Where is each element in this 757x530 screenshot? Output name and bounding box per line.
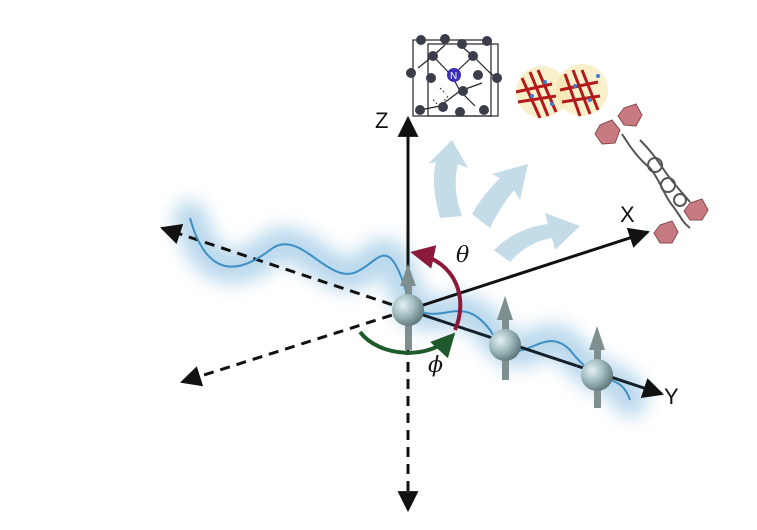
z-axis-label: Z [375,108,388,133]
y-axis-label: Y [664,384,679,409]
negative-y-axis [160,224,409,312]
spin-arrow-head-icon [400,264,416,286]
y-axis [407,308,664,399]
spin-sphere [489,329,521,361]
x-axis [407,227,650,312]
nitrogen-label: N [450,71,457,82]
protein-dimer-inset [515,64,608,119]
spin-2 [489,296,521,380]
theta-label: θ [456,243,469,268]
molecular-complex-inset [594,103,709,244]
spin-3 [581,326,613,408]
spin-arrow-head-icon [589,326,605,350]
phi-arc [358,330,456,359]
curved-arrow-right-icon [494,213,580,262]
negative-axes [160,224,419,513]
spin-arrow-head-icon [497,296,513,320]
theta-arc [410,245,463,331]
negative-x-axis [179,308,409,387]
curved-arrow-up-icon [428,140,468,218]
x-axis-label: X [620,202,635,227]
nitrogen-atom [447,68,461,82]
curved-arrow-diagonal-icon [472,164,528,228]
spin-1 [392,264,424,350]
phi-label: ϕ [428,353,443,378]
direction-arrows [428,140,580,262]
spin-sphere [581,359,613,391]
nv-center-lattice-inset: N [406,34,502,117]
spin-sphere [392,294,424,326]
